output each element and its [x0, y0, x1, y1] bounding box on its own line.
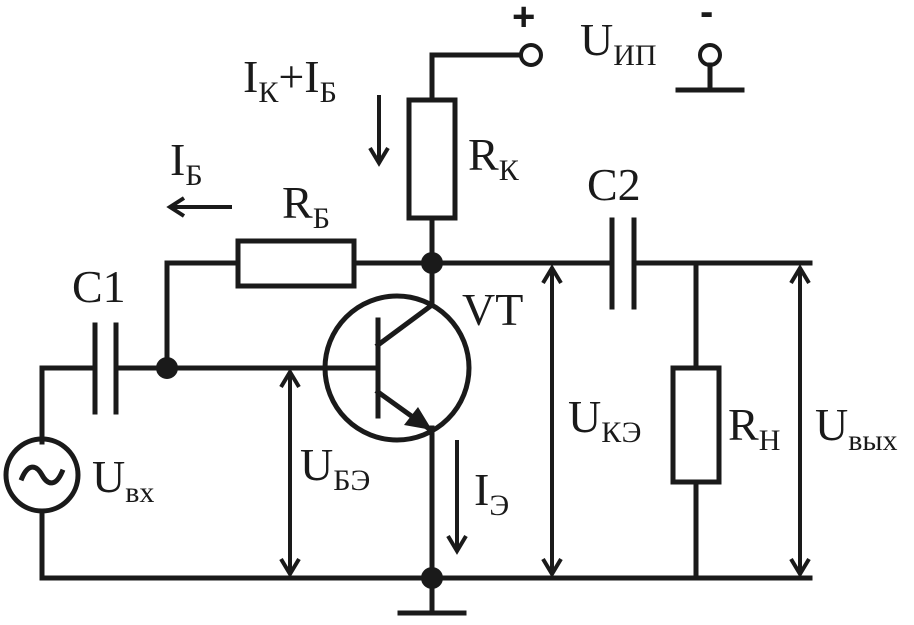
u-be-arrow-top	[279, 368, 301, 389]
transistor-body	[322, 293, 472, 443]
ac-source-wave-icon	[18, 464, 66, 486]
supply-label-main: U	[580, 14, 613, 65]
u-out-label: Uвых	[815, 399, 898, 457]
supply-label: UИП	[580, 14, 657, 72]
supply-wire	[429, 52, 523, 103]
rk-label: RК	[468, 129, 520, 187]
supply-label-sub: ИП	[613, 39, 656, 72]
emitter-arrow-icon	[404, 407, 432, 430]
c1-label: C1	[72, 261, 126, 312]
rb-left-wire	[164, 260, 241, 371]
vt-label: VT	[462, 284, 523, 335]
input-left-wire	[39, 365, 98, 445]
u-ke-label: UКЭ	[568, 391, 641, 449]
base-node	[156, 357, 178, 379]
transistor-collector-lead	[374, 301, 436, 349]
ie-label: IЭ	[474, 464, 509, 522]
ib-arrow-head	[166, 196, 186, 218]
plus-terminal	[519, 43, 543, 67]
rb-resistor	[235, 238, 357, 289]
rh-label: RН	[728, 399, 780, 457]
rh-resistor	[670, 365, 722, 485]
c2-label: C2	[587, 159, 641, 210]
ik-ib-arrow-head	[368, 146, 390, 167]
rb-label: RБ	[282, 177, 330, 235]
ib-label: IБ	[170, 134, 203, 192]
u-in-label: Uвх	[92, 451, 154, 509]
u-ke-arrow-top	[541, 264, 563, 285]
u-out-arrow-bottom	[789, 557, 811, 578]
ie-arrow-head	[446, 534, 468, 555]
minus-sign: -	[700, 0, 713, 34]
u-be-label: UБЭ	[300, 439, 370, 497]
u-be-arrow-bottom	[279, 557, 301, 578]
u-ke-arrow-bottom	[541, 557, 563, 578]
plus-sign: +	[512, 0, 535, 39]
u-out-arrow-top	[789, 264, 811, 285]
minus-terminal	[698, 43, 722, 67]
rk-resistor	[406, 97, 458, 221]
ik-ib-label: IК+IБ	[243, 51, 337, 109]
